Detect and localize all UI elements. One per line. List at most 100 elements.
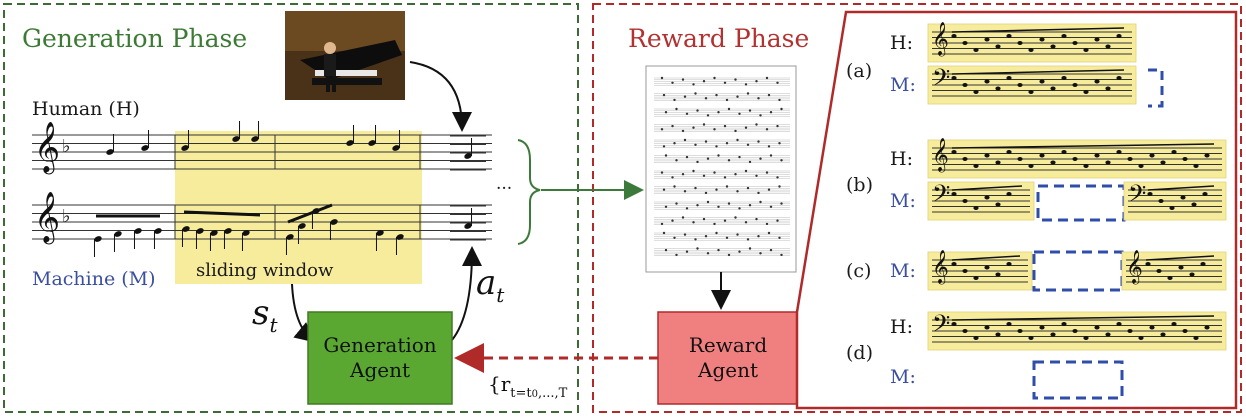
sheet-note [715,145,718,148]
case-note [973,276,979,280]
sheet-note [673,185,676,188]
sheet-note [755,123,758,126]
case-note [951,76,957,80]
case-note [1147,192,1153,196]
sheet-note [767,188,771,191]
case-note [1149,153,1155,158]
note-head [251,136,259,142]
sheet-note [723,81,727,85]
machine-staff: 𝄞 [32,192,492,245]
case-note [1017,41,1023,45]
generated-human-staff [450,135,486,171]
case-note [1149,325,1155,330]
sheet-note [769,111,773,114]
case-note [962,269,968,273]
case-note [1017,83,1023,87]
note-head [141,145,149,151]
note-head [181,145,189,151]
sheet-note [704,140,708,143]
case-note [962,329,968,333]
case-note [1061,150,1067,154]
note-head [396,234,404,240]
case-note [1158,199,1164,203]
generation-phase-frame [3,3,579,413]
treble-clef-icon: 𝄞 [932,137,949,172]
sheet-note [662,231,666,235]
sheet-note [662,188,666,191]
note-head [182,226,190,232]
sheet-note [664,205,668,208]
sheet-note [765,171,769,174]
sheet-note [765,128,769,131]
sheet-note [702,174,706,177]
sheet-note [673,236,676,239]
sheet-note [755,174,758,177]
case-note [962,199,968,203]
case-note [1072,83,1078,87]
sheet-note [744,83,748,86]
sheet-note [673,142,676,145]
case-note [1127,329,1133,333]
sheet-note [660,128,664,131]
action-label: at [476,263,505,307]
case-note [1039,325,1045,330]
note-head [210,230,218,236]
sheet-note [723,124,727,128]
case-a-machine-block-staff: 𝄢 [932,63,1132,97]
sheet-note [692,169,695,173]
case-a-h-label: H: [890,32,913,54]
case-note [1167,276,1173,280]
treble-clef-icon: 𝄞 [34,192,60,245]
reward-sequence-label: {rt=t0,...,T [488,372,568,401]
sheet-note [696,109,699,112]
sheet-note [692,221,695,224]
note-head [232,136,240,142]
note-head [114,231,122,237]
case-c-generated-slot [1032,250,1124,292]
sliding-window-highlight [175,131,422,284]
sheet-note [776,124,779,128]
sheet-note [769,154,773,157]
case-note [984,325,990,330]
sheet-note [727,159,731,162]
case-note [951,150,957,154]
sheet-note [776,176,779,179]
sheet-note [671,219,674,222]
case-note [1039,37,1045,42]
case-note [1160,332,1166,337]
case-note [1200,262,1206,266]
treble-clef-icon: 𝄞 [1126,249,1143,284]
treble-clef-icon: 𝄞 [932,21,949,56]
case-note [984,153,990,158]
sheet-note [725,142,729,145]
case-note [1061,322,1067,326]
note-head [368,140,376,146]
score-brace [517,139,541,245]
sheet-note [717,205,720,208]
sheet-note [706,200,710,204]
sheet-note [673,98,676,102]
case-beam [951,185,1023,191]
note-head [286,234,294,240]
case-note [1050,44,1056,49]
sheet-note [757,140,760,143]
photo-to-note-arrow [409,61,472,132]
sheet-note [664,248,668,252]
sheet-note [769,205,773,208]
sheet-note [776,219,779,222]
note-head [242,230,250,236]
case-beam [951,69,1125,75]
sheet-note [713,222,716,226]
sheet-note [736,233,739,236]
sheet-note [757,97,760,100]
sheet-note [683,138,687,142]
case-b-tag: (b) [846,174,873,196]
case-note [1094,325,1100,330]
sheet-note [704,97,708,100]
sheet-note [725,236,729,239]
case-note [1105,44,1111,49]
sheet-note [702,217,706,221]
sheet-note [723,219,727,222]
case-b-machine-left-staff: 𝄢 [932,179,1030,213]
note-head [224,228,232,234]
